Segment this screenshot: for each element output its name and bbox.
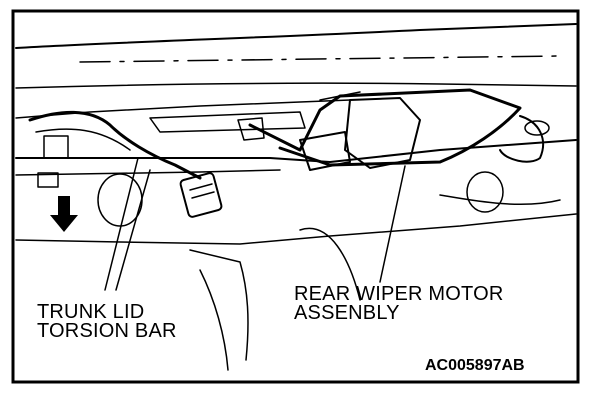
body-pillar-inner <box>199 269 229 371</box>
body-rail-top <box>15 139 577 163</box>
wiper-motor-body <box>344 97 421 169</box>
connector-detail <box>189 183 215 199</box>
wiper-pivot <box>524 120 550 136</box>
torsion-bar-label-line1: TRUNK LID <box>37 301 145 323</box>
wiper-motor-label-line2: ASSENBLY <box>294 302 400 324</box>
direction-arrow-icon <box>50 196 78 232</box>
leader-torsion-1 <box>104 157 139 291</box>
torsion-bar-label-line2: TORSION BAR <box>37 320 177 342</box>
lid-slot <box>149 111 306 133</box>
torsion-bar-2 <box>35 128 131 151</box>
wiper-motor-cap <box>499 115 545 163</box>
torsion-bar-clip <box>37 172 59 188</box>
lid-top-edge <box>15 23 577 49</box>
body-flange <box>439 194 561 206</box>
lid-dashed-line <box>79 55 561 63</box>
wiper-harness-inner <box>319 91 361 101</box>
wiper-bracket <box>237 117 265 141</box>
body-curve-right <box>299 227 361 301</box>
wiper-motor-label-line1: REAR WIPER MOTOR <box>294 283 504 305</box>
lid-inner-edge <box>15 82 577 89</box>
wiper-harness <box>248 88 522 167</box>
figure-frame <box>11 9 580 384</box>
body-lower-edge <box>15 213 577 245</box>
harness-connector <box>179 172 223 218</box>
leader-wiper <box>379 165 406 283</box>
wiper-motor-housing <box>299 131 351 171</box>
torsion-bar-bracket <box>43 135 69 159</box>
body-hole-right <box>466 171 504 213</box>
torsion-bar <box>28 110 202 180</box>
figure-code: AC005897AB <box>425 357 525 374</box>
body-rail-lower <box>15 169 281 176</box>
body-pillar <box>189 249 249 361</box>
lid-panel-lower <box>15 99 351 119</box>
leader-torsion-2 <box>115 169 151 291</box>
